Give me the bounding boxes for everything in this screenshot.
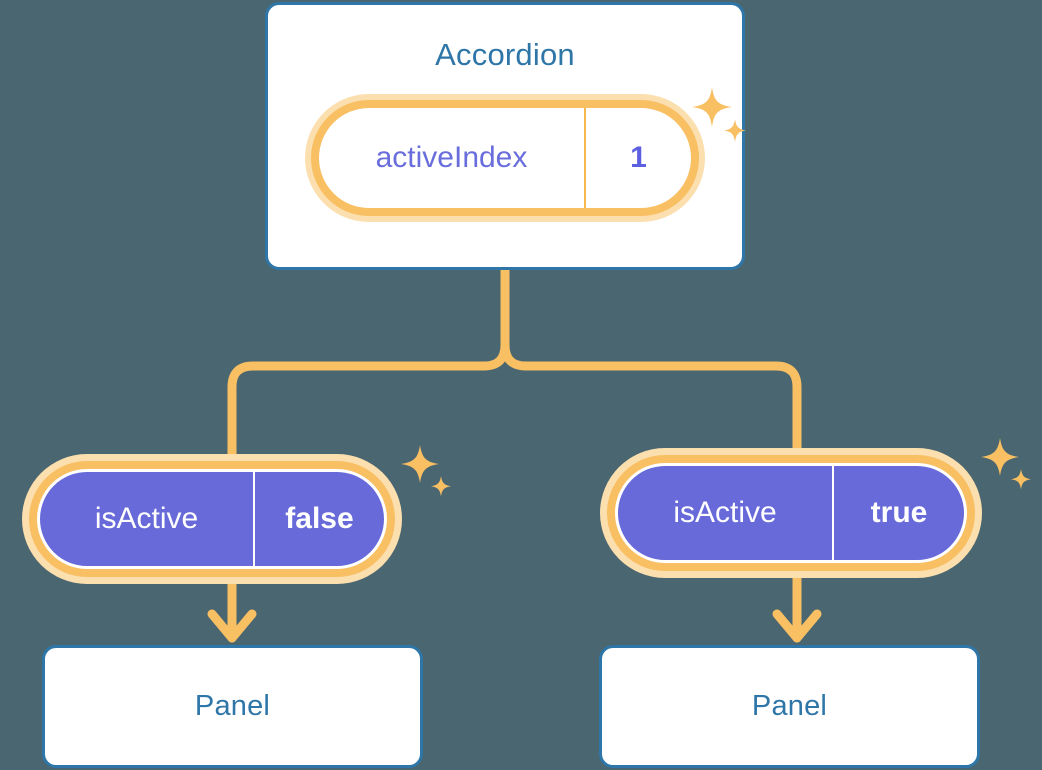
sparkle-large-icon-right [981, 438, 1031, 490]
state-key-isactive-false: isActive [94, 502, 199, 535]
page-title: Accordion [435, 37, 575, 72]
state-key-isactive-true: isActive [673, 496, 777, 529]
arrow-down-icon-right [772, 609, 822, 643]
component-card-panel-left[interactable]: Panel [42, 645, 423, 768]
connector-right-branch [500, 265, 802, 475]
state-pill-isactive-false[interactable]: isActive false [37, 469, 387, 569]
sparkle-large-icon-left [401, 445, 451, 497]
state-value-activeindex: 1 [584, 108, 691, 208]
state-value-isactive-false: false [253, 472, 384, 566]
panel-title-left: Panel [194, 690, 271, 722]
panel-title-right: Panel [751, 690, 828, 722]
connector-left-branch [227, 340, 510, 475]
arrow-down-icon-left [207, 609, 257, 643]
sparkle-large-icon [692, 87, 746, 142]
component-card-panel-right[interactable]: Panel [599, 645, 980, 768]
state-pill-isactive-true[interactable]: isActive true [615, 463, 967, 563]
state-value-isactive-true: true [832, 466, 964, 560]
state-key-activeindex: activeIndex [375, 141, 528, 174]
state-pill-activeindex[interactable]: activeIndex 1 [319, 108, 691, 208]
